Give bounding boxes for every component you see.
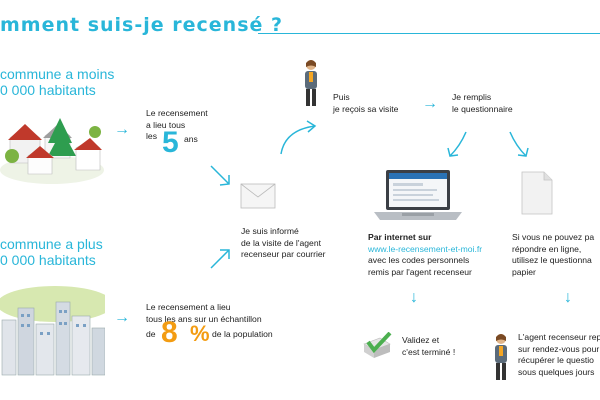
checkmark-icon bbox=[363, 332, 392, 358]
percent-prefix: de bbox=[146, 329, 156, 339]
arrow-down-icon: ↓ bbox=[410, 289, 418, 306]
arrow-right-icon: → bbox=[114, 121, 130, 138]
internet-text: Par internet sur www.le-recensement-et-m… bbox=[368, 232, 483, 277]
percent-sign: % bbox=[190, 321, 210, 346]
arrow-right-icon: → bbox=[114, 309, 130, 326]
document-icon bbox=[521, 171, 553, 215]
years-label: ans bbox=[184, 134, 198, 144]
curved-arrow-icon bbox=[280, 120, 317, 155]
village-illustration bbox=[0, 118, 104, 184]
internet-link[interactable]: www.le-recensement-et-moi.fr bbox=[368, 243, 483, 254]
eight-number: 8 bbox=[161, 316, 178, 349]
title-underline bbox=[258, 33, 600, 34]
arrow-right-icon: → bbox=[422, 95, 438, 112]
arrow-down-icon: ↓ bbox=[564, 289, 572, 306]
city-illustration bbox=[0, 286, 105, 376]
page-title: mment suis-je recensé ? bbox=[0, 14, 284, 36]
small-commune-text: Le recensement a lieu tous les bbox=[146, 108, 208, 141]
agent-figure bbox=[495, 334, 507, 380]
large-commune-text: Le recensement a lieu tous les ans sur u… bbox=[146, 302, 262, 324]
laptop-icon bbox=[374, 170, 462, 220]
five-years-number: 5 bbox=[162, 126, 179, 159]
agent-figure bbox=[305, 60, 317, 106]
converging-arrows bbox=[210, 165, 230, 269]
split-arrows bbox=[447, 131, 529, 157]
percent-suffix: de la population bbox=[212, 329, 273, 339]
envelope-icon bbox=[240, 183, 276, 209]
